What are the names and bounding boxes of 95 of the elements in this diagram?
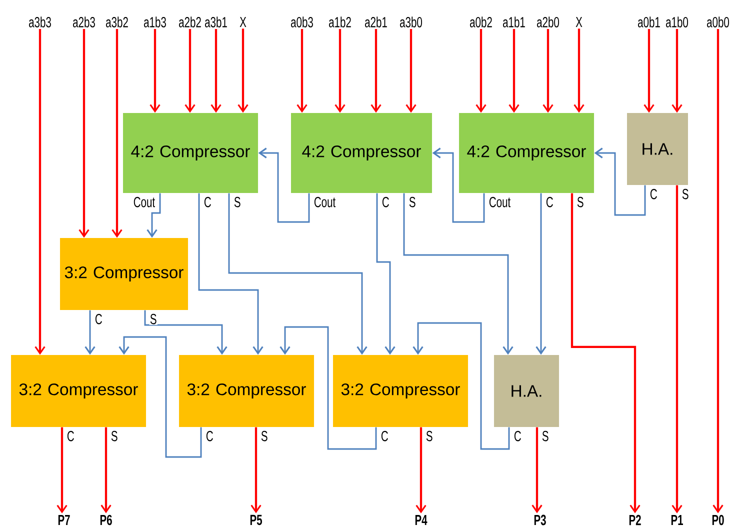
output-label: P2: [629, 514, 641, 526]
port-label: S: [408, 196, 416, 208]
input-label: a3b1: [205, 16, 227, 28]
arrow: [238, 28, 248, 113]
arrow: [198, 193, 264, 355]
port-label: C: [205, 430, 214, 442]
arrow: [146, 193, 161, 238]
arrow: [118, 336, 202, 458]
output-label: P6: [100, 514, 112, 526]
half-adder-box: H.A.: [494, 355, 560, 427]
input-label: a0b3: [291, 16, 313, 28]
input-label: a1b1: [503, 16, 525, 28]
half-adder-box: H.A.: [627, 113, 688, 185]
output-label: P1: [671, 514, 683, 526]
compressor-box: 3:2 Compressor: [179, 355, 314, 427]
arrow: [672, 28, 682, 113]
arrow: [370, 28, 382, 113]
port-label: Cout: [488, 196, 512, 208]
port-label: C: [649, 188, 658, 200]
arrow: [536, 193, 546, 355]
arrow: [594, 148, 646, 216]
output-label: P3: [534, 514, 546, 526]
arrow: [296, 28, 308, 113]
arrow: [376, 193, 396, 355]
arrow: [432, 148, 485, 223]
arrow: [508, 28, 520, 113]
compressor-box: 3:2 Compressor: [11, 355, 146, 427]
output-label: P0: [712, 514, 724, 526]
input-label: a3b3: [29, 16, 51, 28]
arrow: [574, 28, 584, 113]
port-label: C: [545, 196, 554, 208]
port-label: C: [66, 430, 76, 442]
input-label: X: [240, 16, 246, 28]
arrow: [542, 28, 554, 113]
arrow: [258, 148, 310, 223]
arrow: [210, 28, 222, 113]
arrow: [34, 28, 46, 355]
port-label: C: [203, 196, 212, 208]
port-label: C: [381, 196, 390, 208]
input-label: a1b2: [329, 16, 351, 28]
port-label: C: [94, 313, 104, 325]
input-label: a3b2: [106, 16, 128, 28]
port-label: C: [513, 430, 522, 442]
input-label: a1b3: [144, 16, 166, 28]
arrow: [412, 322, 510, 450]
output-label: P5: [250, 514, 262, 526]
arrow: [78, 28, 90, 238]
arrow: [250, 427, 262, 514]
port-label: C: [380, 430, 390, 442]
port-label: S: [149, 313, 158, 325]
arrow: [150, 28, 160, 113]
arrow: [570, 193, 640, 514]
input-label: a3b0: [400, 16, 422, 28]
compressor-box: 4:2 Compressor: [459, 113, 594, 193]
arrow: [532, 427, 542, 514]
arrow: [406, 28, 416, 113]
arrow: [112, 28, 122, 238]
input-label: a0b1: [638, 16, 660, 28]
port-label: S: [260, 430, 268, 442]
input-label: a0b0: [707, 16, 730, 28]
input-label: a1b0: [666, 16, 688, 28]
arrow: [184, 28, 196, 113]
input-label: a2b2: [179, 16, 201, 28]
input-label: X: [576, 16, 582, 28]
port-label: Cout: [313, 196, 336, 208]
port-label: S: [110, 430, 118, 442]
arrow: [56, 427, 68, 514]
port-label: S: [233, 196, 242, 208]
arrow: [228, 193, 368, 355]
compressor-box: 3:2 Compressor: [60, 238, 188, 310]
arrow: [416, 427, 426, 514]
arrow: [712, 28, 724, 514]
input-label: a2b1: [365, 16, 387, 28]
compressor-box: 4:2 Compressor: [291, 113, 432, 193]
port-label: S: [681, 188, 690, 200]
arrow: [84, 310, 96, 355]
input-label: a2b0: [537, 16, 560, 28]
output-label: P4: [415, 514, 428, 526]
arrow: [100, 427, 112, 514]
arrow: [334, 28, 346, 113]
input-label: a0b2: [470, 16, 492, 28]
compressor-box: 4:2 Compressor: [123, 113, 258, 193]
input-label: a2b3: [73, 16, 95, 28]
arrow: [280, 326, 377, 450]
arrow: [672, 185, 682, 514]
port-label: S: [541, 430, 550, 442]
port-label: S: [576, 196, 584, 208]
port-label: S: [425, 430, 434, 442]
compressor-box: 3:2 Compressor: [333, 355, 468, 427]
arrow: [644, 28, 654, 113]
arrow: [144, 310, 228, 355]
output-label: P7: [58, 514, 70, 526]
port-label: Cout: [132, 196, 156, 208]
arrow: [476, 28, 486, 113]
arrow: [403, 193, 514, 355]
